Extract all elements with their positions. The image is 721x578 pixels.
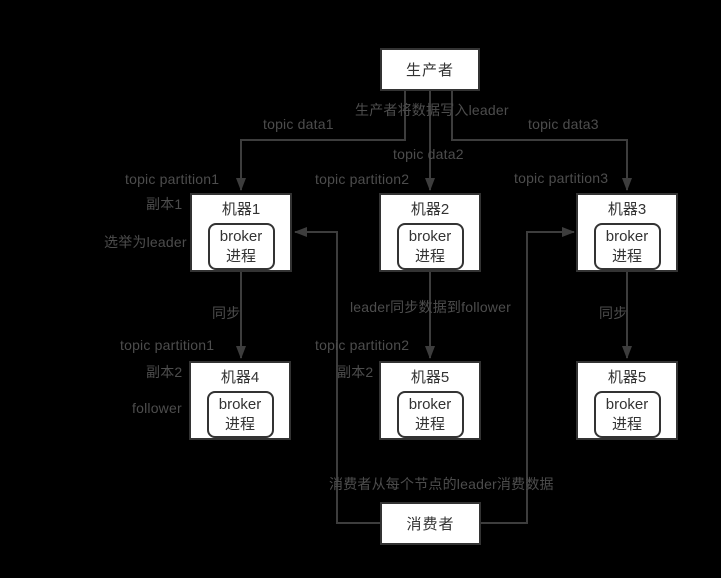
annotation-replica2-mid: 副本2 xyxy=(337,364,374,380)
annotation-leader-sync: leader同步数据到follower xyxy=(350,299,511,315)
annotation-topic-partition2-top: topic partition2 xyxy=(315,171,410,187)
machine1-node: 机器1 broker 进程 xyxy=(190,193,292,272)
machine5-broker-box: broker 进程 xyxy=(396,391,464,438)
process-label: 进程 xyxy=(611,415,642,433)
machine2-label: 机器2 xyxy=(410,201,450,218)
machine1-label: 机器1 xyxy=(221,201,261,218)
machine5-node: 机器5 broker 进程 xyxy=(379,361,481,440)
annotation-replica2-left: 副本2 xyxy=(146,364,183,380)
machine1-broker-box: broker 进程 xyxy=(207,223,275,270)
annotation-topic-partition3-top: topic partition3 xyxy=(514,170,609,186)
machine6-broker-box: broker 进程 xyxy=(593,391,661,438)
annotation-sync-left: 同步 xyxy=(212,305,241,321)
broker-label: broker xyxy=(408,228,452,245)
annotation-topic-partition1-top: topic partition1 xyxy=(125,171,220,187)
annotation-producer-writes: 生产者将数据写入leader xyxy=(355,102,509,118)
annotation-consumer-reads: 消费者从每个节点的leader消费数据 xyxy=(329,476,554,492)
broker-label: broker xyxy=(605,228,649,245)
machine2-broker-box: broker 进程 xyxy=(396,223,464,270)
machine4-node: 机器4 broker 进程 xyxy=(189,361,291,440)
machine6-label: 机器5 xyxy=(607,369,647,386)
producer-label: 生产者 xyxy=(405,62,454,79)
machine3-label: 机器3 xyxy=(607,201,647,218)
broker-label: broker xyxy=(218,396,262,413)
machine4-label: 机器4 xyxy=(220,369,260,386)
broker-label: broker xyxy=(605,396,649,413)
annotation-topic-data2: topic data2 xyxy=(393,146,464,162)
process-label: 进程 xyxy=(224,415,255,433)
process-label: 进程 xyxy=(611,247,642,265)
annotation-elected-leader: 选举为leader xyxy=(104,234,187,250)
producer-node: 生产者 xyxy=(380,48,480,91)
machine3-broker-box: broker 进程 xyxy=(593,223,661,270)
broker-label: broker xyxy=(219,228,263,245)
annotation-topic-partition2-bottom: topic partition2 xyxy=(315,337,410,353)
machine6-node: 机器5 broker 进程 xyxy=(576,361,678,440)
annotation-replica1: 副本1 xyxy=(146,196,183,212)
annotation-topic-data1: topic data1 xyxy=(263,116,334,132)
machine2-node: 机器2 broker 进程 xyxy=(379,193,481,272)
consumer-node: 消费者 xyxy=(380,502,481,545)
machine5-label: 机器5 xyxy=(410,369,450,386)
machine4-broker-box: broker 进程 xyxy=(206,391,274,438)
process-label: 进程 xyxy=(414,415,445,433)
annotation-sync-right: 同步 xyxy=(599,305,628,321)
machine3-node: 机器3 broker 进程 xyxy=(576,193,678,272)
annotation-follower: follower xyxy=(132,400,182,416)
annotation-topic-data3: topic data3 xyxy=(528,116,599,132)
consumer-label: 消费者 xyxy=(406,516,455,533)
broker-label: broker xyxy=(408,396,452,413)
process-label: 进程 xyxy=(414,247,445,265)
process-label: 进程 xyxy=(225,247,256,265)
annotation-topic-partition1-bottom: topic partition1 xyxy=(120,337,215,353)
